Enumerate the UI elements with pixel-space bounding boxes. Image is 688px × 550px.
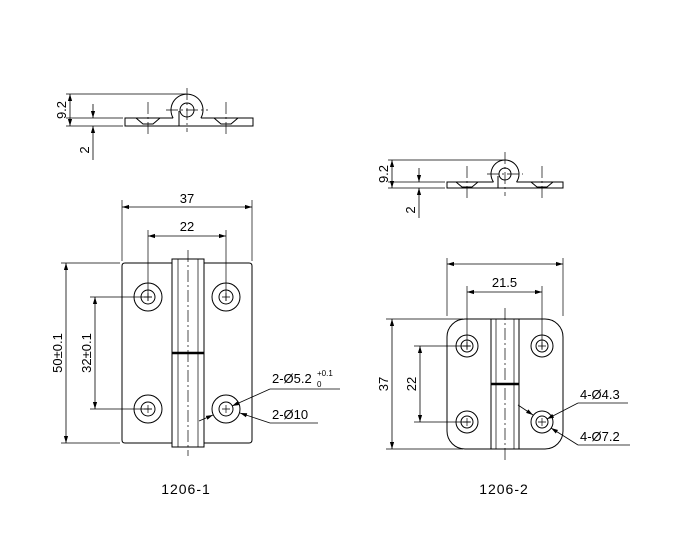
hole-bottom-right <box>211 394 241 424</box>
callout-tolerance-upper: +0.1 <box>317 369 333 378</box>
leader-line-through-hole <box>546 402 579 420</box>
side-view-1206-2: 9.2 2 <box>376 152 564 218</box>
dimension-text-thickness: 2 <box>77 146 92 153</box>
through-hole-circle <box>218 401 234 417</box>
dimension-text-hole-pitch-horizontal: 22 <box>180 219 194 234</box>
dimension-text-width: 37 <box>180 191 194 206</box>
leader-line-countersink <box>239 412 271 424</box>
dimension-text-hole-pitch-vertical: 32±0.1 <box>79 333 94 373</box>
side-view-1206-1: 9.2 2 <box>54 88 254 160</box>
leader-line-through-hole <box>231 388 271 407</box>
dimension-text-hole-pitch-vertical: 22 <box>404 377 419 391</box>
front-view-1206-1: 37 22 50±0.1 32±0.1 2-Ø5.2 +0.1 0 2-Ø10 … <box>50 191 340 497</box>
leaf-left-outline <box>446 318 491 450</box>
callout-through-hole: 2-Ø5.2 <box>272 371 312 386</box>
leader-line-countersink-opposite <box>198 414 214 422</box>
countersink-circle <box>211 394 241 424</box>
plate-outline <box>124 117 254 127</box>
front-view-1206-2: 21.5 37 22 4-Ø4.3 4-Ø7.2 1206-2 <box>376 258 630 497</box>
hole-center-mark <box>538 418 546 426</box>
part-label: 1206-2 <box>479 481 529 497</box>
dimension-text-height: 37 <box>376 377 391 391</box>
callout-countersink: 2-Ø10 <box>272 407 308 422</box>
callout-countersink: 4-Ø7.2 <box>580 429 620 444</box>
leaf-right-outline <box>519 318 564 450</box>
dimension-text-hole-pitch-horizontal: 21.5 <box>492 275 517 290</box>
hole-center-mark <box>222 405 230 413</box>
part-label: 1206-1 <box>161 481 211 497</box>
dimension-text-height: 50±0.1 <box>50 333 65 373</box>
dimension-text-height: 9.2 <box>376 165 391 183</box>
countersink-circle <box>530 410 554 434</box>
hole-bottom-right <box>530 410 554 434</box>
leader-line-countersink-opposite <box>517 404 534 416</box>
through-hole-circle <box>535 415 549 429</box>
leaf-outline <box>121 262 253 444</box>
callout-tolerance-lower: 0 <box>317 380 322 389</box>
callout-through-hole: 4-Ø4.3 <box>580 387 620 402</box>
leader-line-countersink <box>550 427 579 446</box>
dimension-text-height: 9.2 <box>54 101 69 119</box>
dimension-text-thickness: 2 <box>403 206 418 213</box>
